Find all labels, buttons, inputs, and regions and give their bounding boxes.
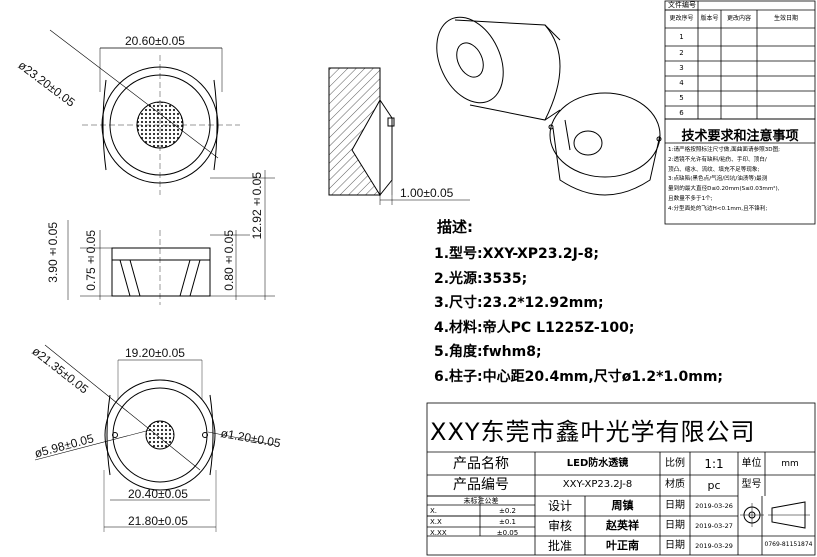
scale-label: 比例	[665, 458, 685, 469]
revision-row-5: 5	[679, 94, 684, 102]
description-line-1: 1.型号:XXY-XP23.2J-8;	[434, 246, 599, 262]
date-value-2: 2019-03-27	[695, 522, 733, 530]
revision-row-6: 6	[679, 109, 684, 117]
section-dim-1-00: 1.00±0.05	[400, 186, 454, 200]
tolerance-fmt-1: X.	[430, 507, 438, 515]
side-dim-0-75: 0.75±0.05	[84, 230, 98, 291]
top-view	[49, 29, 240, 195]
date-value-3: 2019-03-29	[695, 542, 733, 550]
description-line-3: 3.尺寸:23.2*12.92mm;	[434, 295, 604, 311]
revision-header-3: 生效日期	[773, 15, 798, 22]
company-name: XXY东莞市鑫叶光学有限公司	[430, 418, 756, 446]
description-line-2: 2.光源:3535;	[434, 270, 528, 287]
tolerance-fmt-3: X.XX	[430, 529, 447, 537]
tolerance-val-2: ±0.1	[499, 518, 516, 526]
date-label-1: 日期	[665, 500, 685, 511]
tech-line-1: 1:请严格按照标注尺寸做,面曲面请参照3D图;	[668, 147, 781, 153]
review-name: 赵英祥	[606, 519, 639, 532]
revision-row-1: 1	[679, 33, 684, 41]
date-label-2: 日期	[665, 520, 685, 531]
title-block-grid	[426, 402, 816, 556]
revision-table-title: 文件编号	[668, 1, 696, 9]
tech-line-5: 量到的最大直径D≤0.20mm(S≤0.03mm²),	[668, 186, 780, 193]
revision-header-0: 更改序号	[669, 15, 694, 22]
tech-requirements-title: 技术要求和注意事项	[681, 129, 799, 144]
model-label: 型号	[741, 479, 762, 490]
tech-line-3: 顶凸、缩水、流纹、填充不足等现象;	[668, 166, 760, 173]
revision-row-2: 2	[679, 49, 684, 57]
section-view	[328, 67, 470, 205]
material-value: pc	[707, 479, 721, 492]
tolerance-val-1: ±0.2	[499, 507, 516, 515]
bottom-dim-19-20: 19.20±0.05	[125, 346, 185, 360]
side-dim-12-92: 12.92±0.05	[250, 172, 264, 240]
revision-row-3: 3	[679, 64, 684, 72]
design-label: 设计	[547, 499, 572, 513]
description-list: 1.型号:XXY-XP23.2J-8; 2.光源:3535; 3.尺寸:23.2…	[434, 242, 723, 389]
bottom-view	[34, 344, 276, 532]
revision-row-4: 4	[679, 79, 684, 87]
description-line-6: 6.柱子:中心距20.4mm,尺寸ø1.2*1.0mm;	[434, 368, 724, 385]
tech-line-7: 4:分型面处的飞边H<0.1mm,且不锋利;	[668, 205, 768, 212]
revision-header-1: 版本号	[700, 15, 719, 22]
projection-symbol-icon	[740, 501, 810, 529]
unit-value: mm	[781, 459, 799, 469]
phone-number: 0769-81151874	[764, 541, 813, 548]
tech-requirements-body: 1:请严格按照标注尺寸做,面曲面请参照3D图; 2:透镜不允许有缺料/粘伤、手印…	[668, 146, 814, 215]
material-label: 材质	[665, 479, 685, 490]
review-label: 审核	[547, 519, 572, 533]
product-code-value: XXY-XP23.2J-8	[562, 479, 633, 490]
top-width-dim: 20.60±0.05	[125, 34, 185, 48]
description-line-5: 5.角度:fwhm8;	[434, 344, 542, 360]
revision-table-grid	[664, 0, 816, 225]
scale-value: 1:1	[704, 457, 724, 471]
product-code-label: 产品编号	[453, 477, 509, 493]
description-title: 描述:	[437, 218, 473, 236]
tech-line-6: 且数量不多于1个;	[668, 195, 713, 202]
approve-label: 批准	[547, 539, 572, 553]
product-name-value: LED防水透镜	[566, 458, 629, 469]
product-name-label: 产品名称	[453, 456, 509, 472]
tech-line-4: 3:点缺陷(黑色点/气泡/凹坑/油渍等)最测	[668, 176, 768, 183]
date-label-3: 日期	[665, 540, 685, 551]
bottom-dim-21-80: 21.80±0.05	[128, 514, 188, 528]
description-line-4: 4.材料:帝人PC L1225Z-100;	[434, 319, 635, 336]
isometric-views	[436, 16, 662, 196]
tolerance-fmt-2: X.X	[430, 518, 442, 526]
approve-name: 叶正南	[606, 539, 639, 552]
tolerance-title: 未标注公差	[463, 497, 499, 505]
bottom-dim-20-40: 20.40±0.05	[128, 487, 188, 501]
side-dim-0-80: 0.80±0.05	[222, 230, 236, 291]
tolerance-val-3: ±0.05	[496, 529, 519, 537]
design-name: 周镇	[611, 499, 634, 512]
unit-label: 单位	[741, 458, 762, 469]
side-dim-3-90: 3.90±0.05	[46, 222, 60, 283]
date-value-1: 2019-03-26	[695, 502, 733, 510]
side-view	[67, 170, 275, 305]
revision-header-2: 更改内容	[726, 15, 751, 22]
tech-line-2: 2:透镜不允许有缺料/粘伤、手印、顶白/	[668, 156, 767, 163]
